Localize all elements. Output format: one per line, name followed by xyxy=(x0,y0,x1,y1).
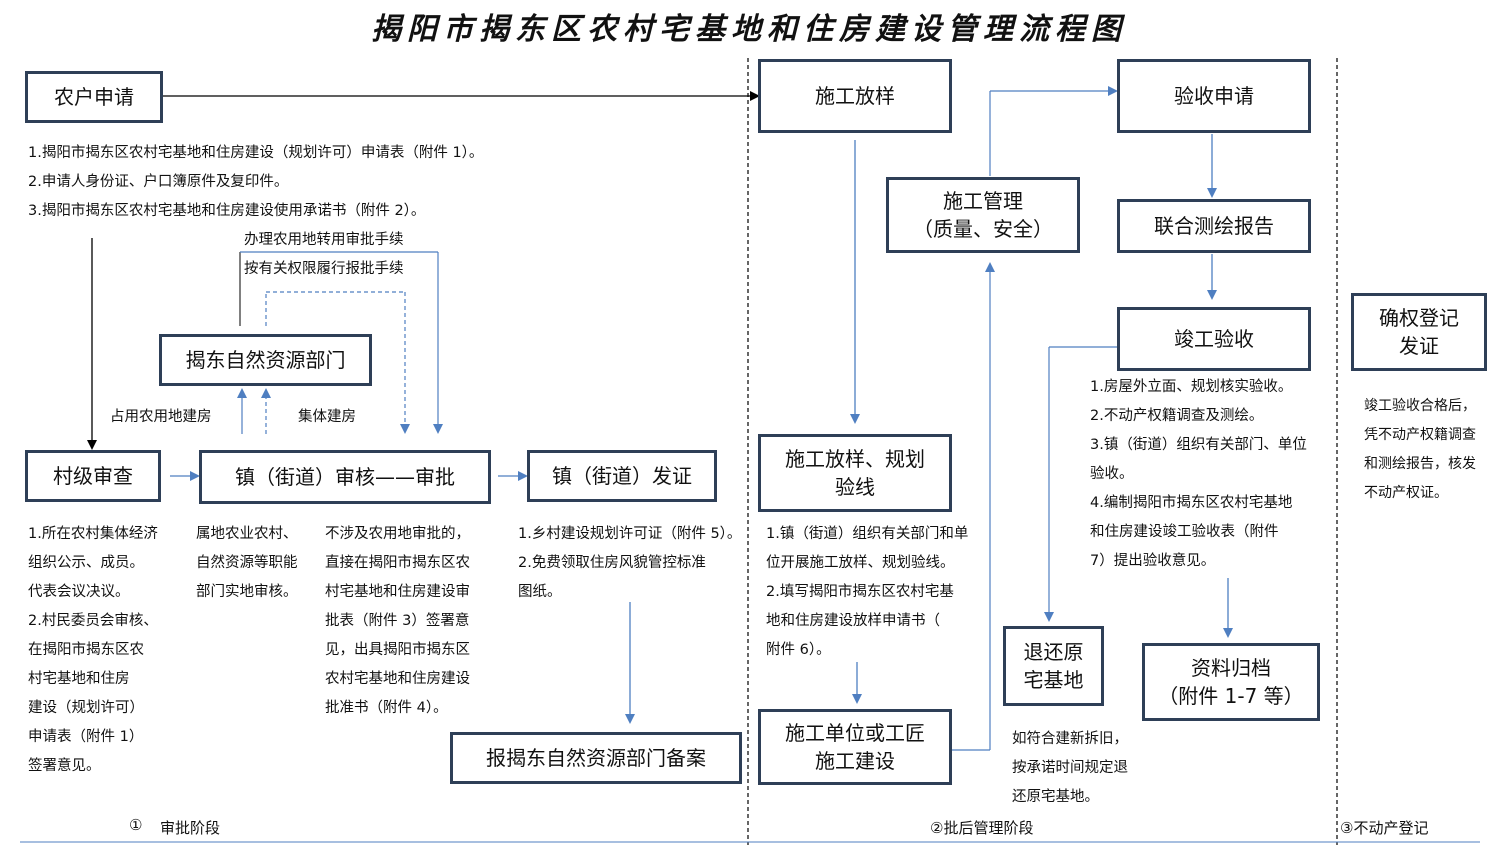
return-notes: 如符合建新拆旧， 按承诺时间规定退 还原宅基地。 xyxy=(1012,731,1128,805)
apply-box: 农户申请 xyxy=(25,71,163,123)
page-title: 揭阳市揭东区农村宅基地和住房建设管理流程图 xyxy=(371,12,1127,47)
town-review-box: 镇（街道）审核——审批 xyxy=(199,450,491,504)
stage2-label: ②批后管理阶段 xyxy=(930,819,1034,837)
village-review-box: 村级审查 xyxy=(25,450,161,502)
no-farmland-notes: 不涉及农用地审批的， 直接在揭阳市揭东区农 村宅基地和住房建设审 批表（附件 3… xyxy=(325,526,470,716)
return-land-box: 退还原 宅基地 xyxy=(1003,626,1104,706)
construction-mgmt-box: 施工管理 （质量、安全） xyxy=(886,177,1080,253)
agri-notes: 属地农业农村、 自然资源等职能 部门实地审核。 xyxy=(196,526,298,600)
village-notes: 1.所在农村集体经济 组织公示、成员。 代表会议决议。 2.村民委员会审核、 在… xyxy=(28,526,158,774)
accept-notes: 1.房屋外立面、规划核实验收。 2.不动产权籍调查及测绘。 3.镇（街道）组织有… xyxy=(1090,379,1307,569)
farmland-procedure-label: 办理农用地转用审批手续 按有关权限履行报批手续 xyxy=(244,232,404,277)
resource-dept-box: 揭东自然资源部门 xyxy=(159,334,372,386)
layout-box: 施工放样 xyxy=(758,59,952,133)
collective-build-label: 集体建房 xyxy=(298,409,356,425)
survey-report-box: 联合测绘报告 xyxy=(1117,199,1311,253)
issue-notes: 1.乡村建设规划许可证（附件 5）。 2.免费领取住房风貌管控标准 图纸。 xyxy=(518,526,742,600)
stage1-label: 审批阶段 xyxy=(160,819,221,837)
stage1-number: ① xyxy=(129,816,143,834)
town-issue-box: 镇（街道）发证 xyxy=(527,450,717,502)
stage3-label: ③不动产登记 xyxy=(1340,819,1429,837)
completion-accept-box: 竣工验收 xyxy=(1117,307,1311,371)
acceptance-apply-box: 验收申请 xyxy=(1117,59,1311,133)
layout-notes: 1.镇（街道）组织有关部门和单 位开展施工放样、规划验线。 2.填写揭阳市揭东区… xyxy=(766,526,969,658)
register-notes: 竣工验收合格后， 凭不动产权籍调查 和测绘报告，核发 不动产权证。 xyxy=(1364,398,1476,501)
occupy-farmland-label: 占用农用地建房 xyxy=(110,409,212,425)
layout-check-box: 施工放样、规划 验线 xyxy=(758,434,952,512)
archive-box: 资料归档 （附件 1-7 等） xyxy=(1142,643,1320,721)
report-filing-box: 报揭东自然资源部门备案 xyxy=(450,732,742,784)
register-box: 确权登记 发证 xyxy=(1351,293,1487,371)
construction-box: 施工单位或工匠 施工建设 xyxy=(758,709,952,785)
apply-notes: 1.揭阳市揭东区农村宅基地和住房建设（规划许可）申请表（附件 1）。 2.申请人… xyxy=(28,145,484,219)
